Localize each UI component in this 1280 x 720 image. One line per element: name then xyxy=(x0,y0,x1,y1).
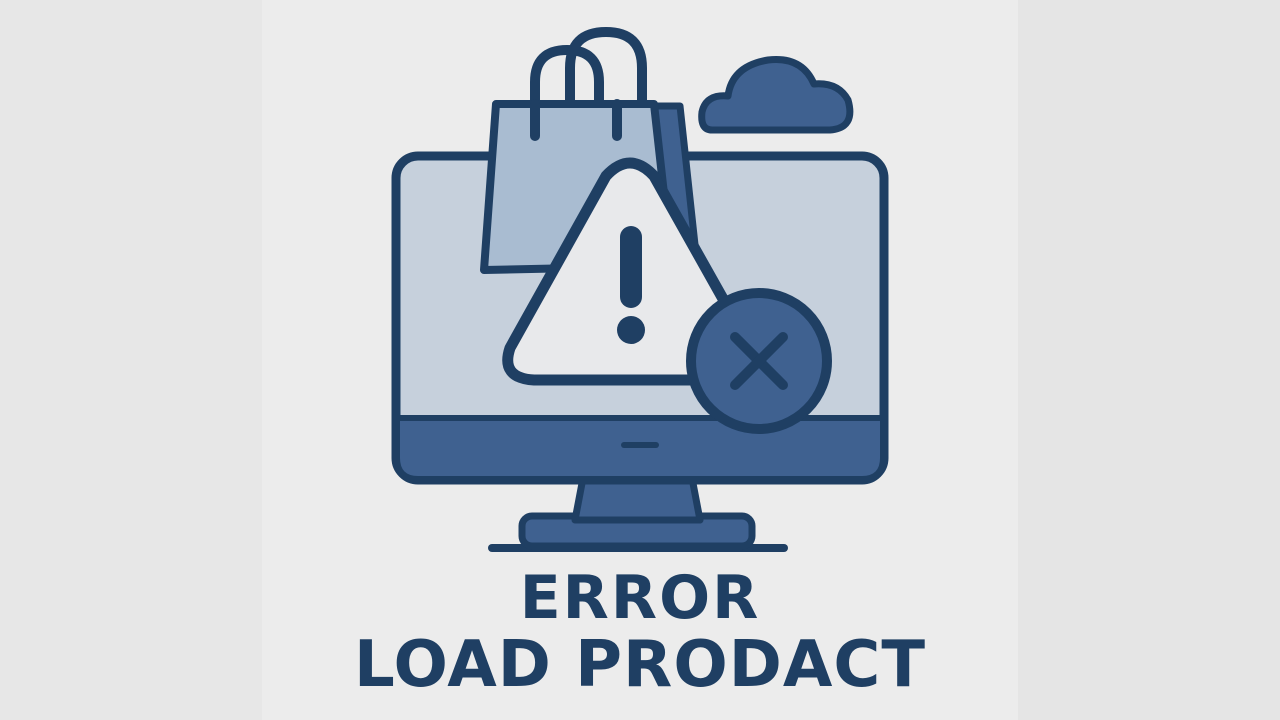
error-title: ERROR xyxy=(519,563,761,633)
error-x-icon xyxy=(686,288,832,434)
cloud-icon xyxy=(698,56,854,134)
error-subtitle: LOAD PRODACT xyxy=(354,628,926,702)
